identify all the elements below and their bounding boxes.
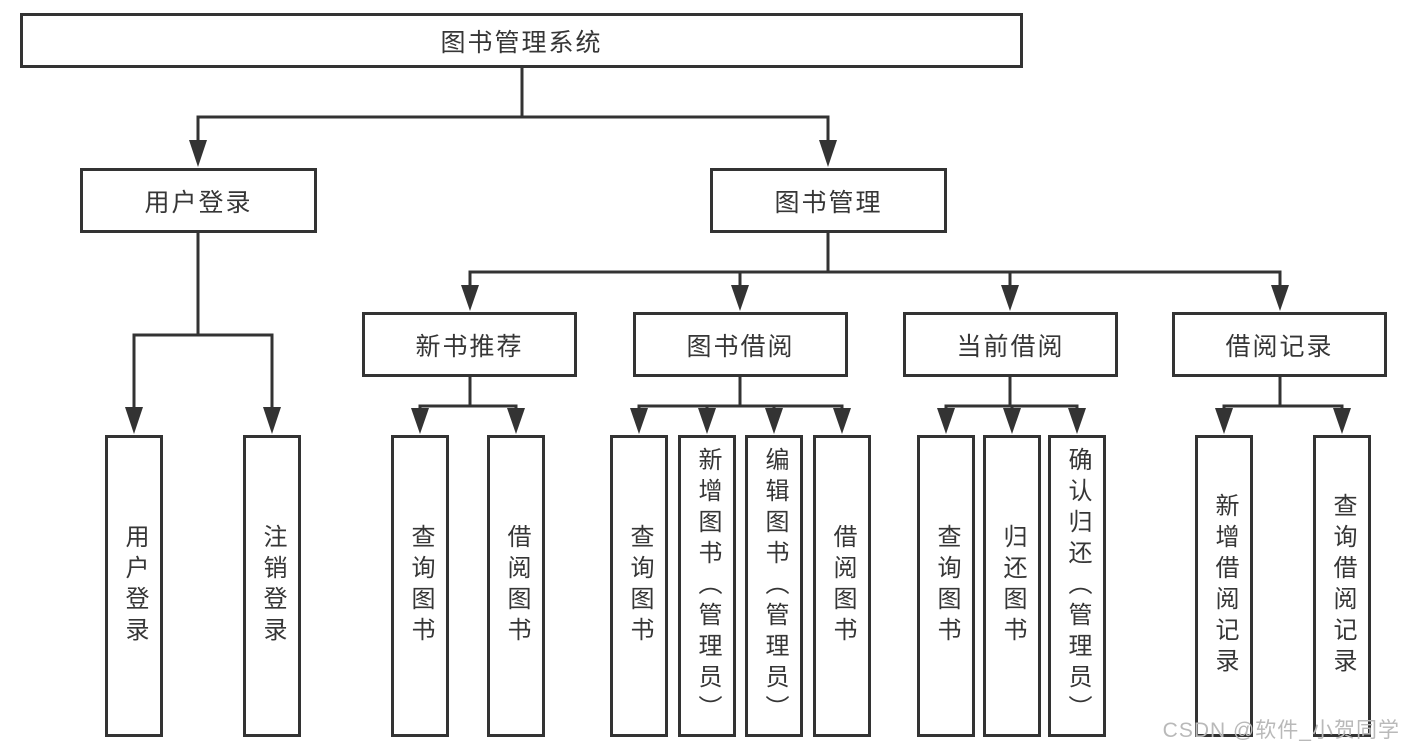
leaf-add-books-admin: 新增图书（管理员） xyxy=(678,435,736,737)
node-book-borrow: 图书借阅 xyxy=(633,312,848,377)
leaf-borrow-books-recommend: 借阅图书 xyxy=(487,435,545,737)
leaf-confirm-return-admin-label: 确认归还（管理员） xyxy=(1064,446,1091,726)
leaf-return-books-label: 归还图书 xyxy=(999,524,1026,648)
connector-borrow-records-to-leaves xyxy=(1215,377,1351,434)
leaf-add-books-admin-label: 新增图书（管理员） xyxy=(694,446,721,726)
leaf-logout-login: 注销登录 xyxy=(243,435,301,737)
node-user-login: 用户登录 xyxy=(80,168,317,233)
node-library-management-system: 图书管理系统 xyxy=(20,13,1023,68)
node-borrow-records: 借阅记录 xyxy=(1172,312,1387,377)
node-book-management-label: 图书管理 xyxy=(774,188,883,217)
node-library-management-system-label: 图书管理系统 xyxy=(440,28,603,57)
connector-book-borrow-to-leaves xyxy=(630,377,851,434)
node-user-login-label: 用户登录 xyxy=(144,188,253,217)
connector-user-login-to-leaves xyxy=(125,233,281,434)
node-borrow-records-label: 借阅记录 xyxy=(1225,332,1334,361)
leaf-add-borrow-record: 新增借阅记录 xyxy=(1195,435,1253,737)
leaf-user-login: 用户登录 xyxy=(105,435,163,737)
node-current-borrow: 当前借阅 xyxy=(903,312,1118,377)
connector-root-to-level2 xyxy=(189,68,837,167)
leaf-add-borrow-record-label: 新增借阅记录 xyxy=(1211,493,1238,679)
leaf-query-books-current: 查询图书 xyxy=(917,435,975,737)
leaf-confirm-return-admin: 确认归还（管理员） xyxy=(1048,435,1106,737)
leaf-query-books-current-label: 查询图书 xyxy=(933,524,960,648)
node-book-borrow-label: 图书借阅 xyxy=(686,332,795,361)
leaf-borrow-books: 借阅图书 xyxy=(813,435,871,737)
leaf-user-login-label: 用户登录 xyxy=(121,524,148,648)
node-new-book-recommend-label: 新书推荐 xyxy=(415,332,524,361)
leaf-edit-books-admin: 编辑图书（管理员） xyxy=(745,435,803,737)
leaf-return-books: 归还图书 xyxy=(983,435,1041,737)
watermark-text: CSDN @软件_小贺同学 xyxy=(1162,719,1400,742)
leaf-query-borrow-record-label: 查询借阅记录 xyxy=(1329,493,1356,679)
leaf-edit-books-admin-label: 编辑图书（管理员） xyxy=(761,446,788,726)
connector-current-borrow-to-leaves xyxy=(937,377,1086,434)
connector-book-management-to-level3 xyxy=(461,233,1289,311)
leaf-query-books-borrow-label: 查询图书 xyxy=(626,524,653,648)
leaf-borrow-books-label: 借阅图书 xyxy=(829,524,856,648)
connector-new-book-recommend-to-leaves xyxy=(411,377,525,434)
node-current-borrow-label: 当前借阅 xyxy=(956,332,1065,361)
leaf-logout-login-label: 注销登录 xyxy=(259,524,286,648)
leaf-query-books-borrow: 查询图书 xyxy=(610,435,668,737)
node-book-management: 图书管理 xyxy=(710,168,947,233)
leaf-query-borrow-record: 查询借阅记录 xyxy=(1313,435,1371,737)
leaf-query-books-recommend: 查询图书 xyxy=(391,435,449,737)
node-new-book-recommend: 新书推荐 xyxy=(362,312,577,377)
leaf-query-books-recommend-label: 查询图书 xyxy=(407,524,434,648)
leaf-borrow-books-recommend-label: 借阅图书 xyxy=(503,524,530,648)
